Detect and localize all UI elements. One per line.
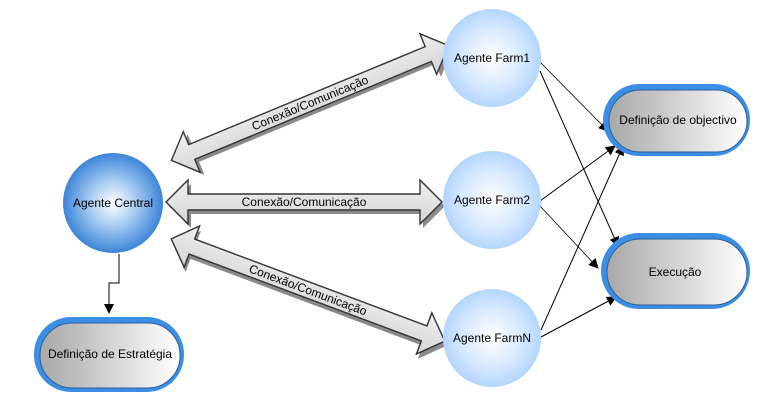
- process-execution[interactable]: Execução: [601, 233, 750, 309]
- flow-farm2-execution: [539, 205, 599, 269]
- farm-agent-label: Agente FarmN: [453, 331, 531, 345]
- process-label: Definição de Estratégia: [48, 347, 172, 361]
- flow-lines: [104, 61, 624, 338]
- connector-label: Conexão/Comunicação: [250, 73, 371, 134]
- process-strategy[interactable]: Definição de Estratégia: [34, 317, 184, 392]
- flow-farmn-execution: [540, 296, 617, 338]
- central-agent-node[interactable]: Agente Central: [63, 153, 163, 253]
- farm-agent-node-2[interactable]: Agente Farm2: [443, 151, 541, 249]
- connector-central-farmn: Conexão/Comunicação: [170, 224, 447, 359]
- connector-label: Conexão/Comunicação: [242, 195, 367, 209]
- farm-agent-node-n[interactable]: Agente FarmN: [443, 289, 541, 387]
- flow-farm1-objective: [539, 61, 609, 132]
- flow-farm2-objective: [539, 145, 616, 202]
- flow-farm1-execution: [539, 70, 619, 247]
- central-agent-label: Agente Central: [73, 196, 153, 210]
- flow-central-strategy: [104, 254, 120, 314]
- farm-agent-label: Agente Farm1: [454, 51, 530, 65]
- flow-farmn-objective: [540, 145, 624, 331]
- process-label: Execução: [649, 265, 702, 279]
- connector-label: Conexão/Comunicação: [247, 262, 369, 319]
- farm-agent-node-1[interactable]: Agente Farm1: [443, 9, 541, 107]
- connector-central-farm2: Conexão/Comunicação: [165, 178, 445, 228]
- process-label: Definição de objectivo: [619, 113, 737, 127]
- farm-agent-label: Agente Farm2: [454, 193, 530, 207]
- process-objective[interactable]: Definição de objectivo: [603, 84, 750, 156]
- connector-central-farm1: Conexão/Comunicação: [170, 32, 453, 175]
